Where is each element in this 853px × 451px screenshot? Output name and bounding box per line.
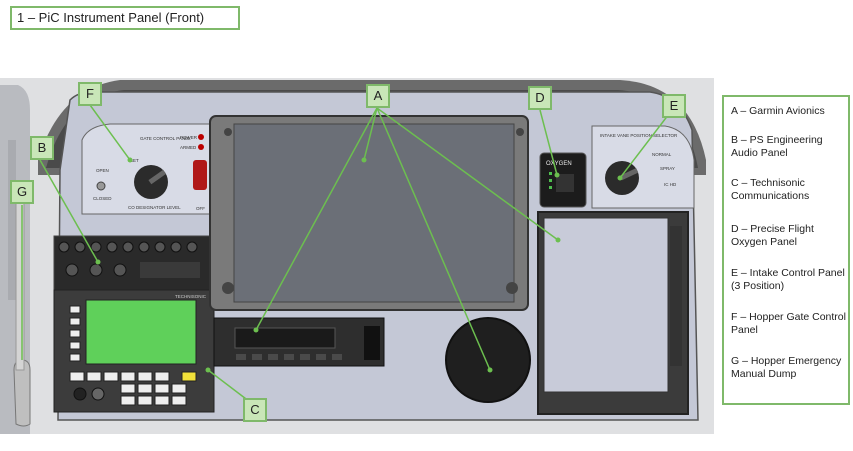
callout-c: C (243, 398, 267, 422)
power-label: POWER (180, 135, 198, 140)
legend-item-e: E – Intake Control Panel (3 Position) (731, 267, 845, 292)
legend-box: A – Garmin Avionics B – PS Engineering A… (722, 95, 850, 405)
armed-indicator-light (198, 144, 204, 150)
intake-selector-label: INTAKE VANE POSITION SELECTOR (600, 133, 678, 138)
callout-f: F (78, 82, 102, 106)
intake-control-panel (591, 125, 695, 209)
set-label: SET (130, 158, 139, 163)
open-label: OPEN (96, 168, 109, 173)
comm-display (85, 299, 197, 365)
co-designator-label: CO DESIGNATOR LEVEL (128, 205, 181, 210)
leader-lines (21, 104, 673, 406)
normal-label: NORMAL (652, 152, 672, 157)
spray-label: SPRAY (660, 166, 675, 171)
legend-item-g: G – Hopper Emergency Manual Dump (731, 355, 842, 380)
callout-g: G (10, 180, 34, 204)
ic-hd-label: IC HD (664, 182, 677, 187)
legend-item-c: C – Technisonic Communications (731, 177, 810, 202)
legend-item-b: B – PS Engineering Audio Panel (731, 134, 823, 159)
armed-label: ARMED (180, 145, 197, 150)
arm-switch-guard[interactable] (193, 160, 207, 190)
callout-e: E (662, 94, 686, 118)
diagram-title: 1 – PiC Instrument Panel (Front) (10, 6, 240, 30)
callout-b: B (30, 136, 54, 160)
technisonic-label: TECHNISONIC (175, 294, 207, 299)
callout-a: A (366, 84, 390, 108)
power-indicator-light (198, 134, 204, 140)
callout-d: D (528, 86, 552, 110)
closed-label: CLOSED (93, 196, 112, 201)
speaker (445, 317, 531, 403)
gate-control-label: GATE CONTROL PANEL (140, 136, 191, 141)
legend-item-d: D – Precise Flight Oxygen Panel (731, 223, 814, 248)
open-closed-switch[interactable] (96, 181, 106, 191)
off-label: OFF (196, 206, 205, 211)
legend-item-a: A – Garmin Avionics (731, 105, 825, 117)
oxygen-label: OXYGEN (546, 161, 572, 167)
legend-item-f: F – Hopper Gate Control Panel (731, 311, 846, 336)
